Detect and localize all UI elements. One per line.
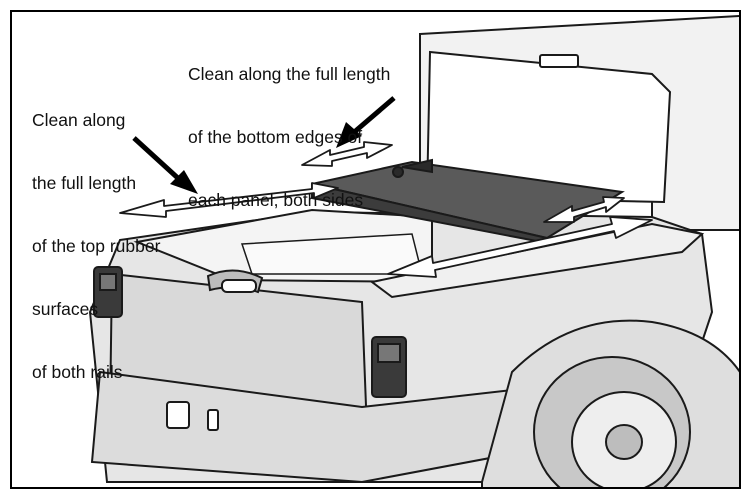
callout-panel-edges: Clean along the full length of the botto…: [188, 22, 390, 253]
callout-line: of the top rubber: [32, 236, 161, 256]
callout-rail-surfaces: Clean along the full length of the top r…: [32, 68, 160, 425]
leader-arrow-panels: [336, 96, 396, 148]
truck-bed: [88, 208, 739, 487]
panel-edge-arrow-top: [301, 141, 393, 167]
callout-line: of the bottom edges of: [188, 127, 363, 147]
callout-line: Clean along the full length: [188, 64, 391, 84]
truck-cab: [419, 15, 739, 231]
callout-line: each panel, both sides: [188, 190, 364, 210]
leader-arrow-rails: [132, 136, 198, 194]
callout-line: surfaces: [32, 299, 99, 319]
callout-line: of both rails: [32, 362, 123, 382]
callout-line: the full length: [32, 173, 137, 193]
rail-arrow: [119, 182, 339, 218]
panel-edge-arrow-right: [543, 196, 625, 223]
rail-arrow-right: [387, 216, 653, 278]
callout-line: Clean along: [32, 110, 126, 130]
illustration-frame: Clean along the full length of the botto…: [10, 10, 741, 489]
truck-bed-illustration: [88, 15, 739, 487]
